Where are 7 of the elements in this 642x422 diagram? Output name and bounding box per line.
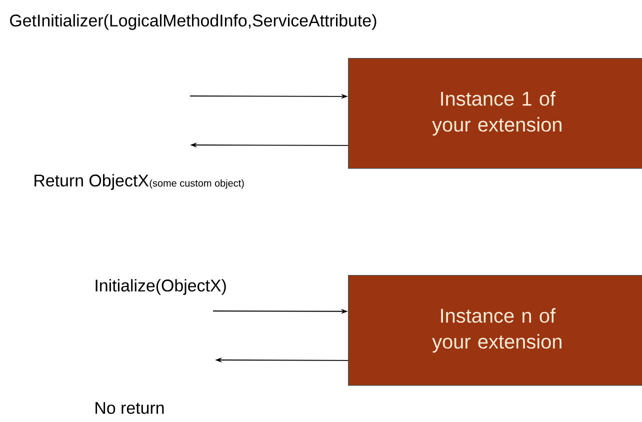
edge-label: Initialize(ObjectX) — [93, 278, 228, 296]
edge-label: No return — [93, 401, 166, 415]
edge-label: Return ObjectX — [32, 173, 150, 191]
process-box: Instance 1 of your extension — [348, 58, 642, 169]
process-box: Instance n of your extension — [348, 275, 642, 386]
edge-label: GetInitializer(LogicalMethodInfo,ServiceAttribute) — [8, 13, 378, 31]
note-text: (some custom object) — [150, 179, 244, 189]
